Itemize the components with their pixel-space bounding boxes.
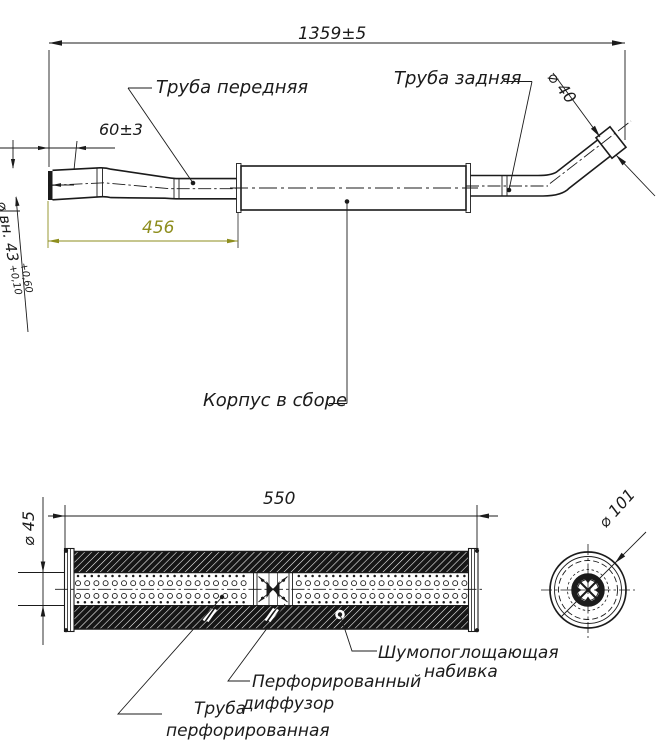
rear-pipe-leader: [504, 81, 533, 193]
dim-body-length-text: 550: [263, 489, 296, 509]
dim-pipe-diameter-text: ⌀ 45: [19, 510, 38, 546]
perforation-holes: [75, 574, 468, 604]
dim-front-pipe-length-lines: [47, 201, 239, 248]
dim-overall-length-text: 1359±5: [298, 24, 367, 44]
dim-body-length-lines: [48, 505, 498, 549]
sound-padding-hatch-top: [74, 552, 469, 573]
front-pipe-outline: [47, 166, 241, 201]
perforated-pipe-label-line1: Труба: [194, 699, 247, 719]
padding-label-line1: Шумопоглощающая: [378, 643, 559, 663]
body-end-view: [541, 531, 647, 638]
section-leaders: [116, 594, 377, 715]
body-section: [55, 547, 484, 633]
dim-front-pipe-length-text: 456: [142, 218, 175, 238]
diffuser-label-line2: диффузор: [242, 694, 335, 714]
body-assembly-label: Корпус в сборе: [203, 390, 348, 411]
front-pipe-leader: [127, 87, 196, 186]
diffuser-label-line1: Перфорированный: [252, 672, 422, 692]
rear-pipe-outline: [466, 120, 632, 197]
leader-break-marks: [202, 607, 279, 623]
dim-overall-length-lines: [48, 42, 626, 167]
muffler-body-top-view: [230, 163, 478, 404]
dim-inlet-offset-text: 60±3: [99, 120, 143, 139]
dim-inlet-offset-lines: [0, 140, 115, 171]
inlet-diameter-tolerance: +0,60+0,10: [7, 261, 35, 296]
rear-pipe-label: Труба задняя: [394, 68, 522, 89]
dimension-arrowheads: [10, 40, 627, 617]
perforated-pipe-label-line2: перфорированная: [166, 721, 330, 741]
front-pipe-label: Труба передняя: [156, 77, 309, 98]
padding-label-line2: набивка: [424, 662, 498, 682]
